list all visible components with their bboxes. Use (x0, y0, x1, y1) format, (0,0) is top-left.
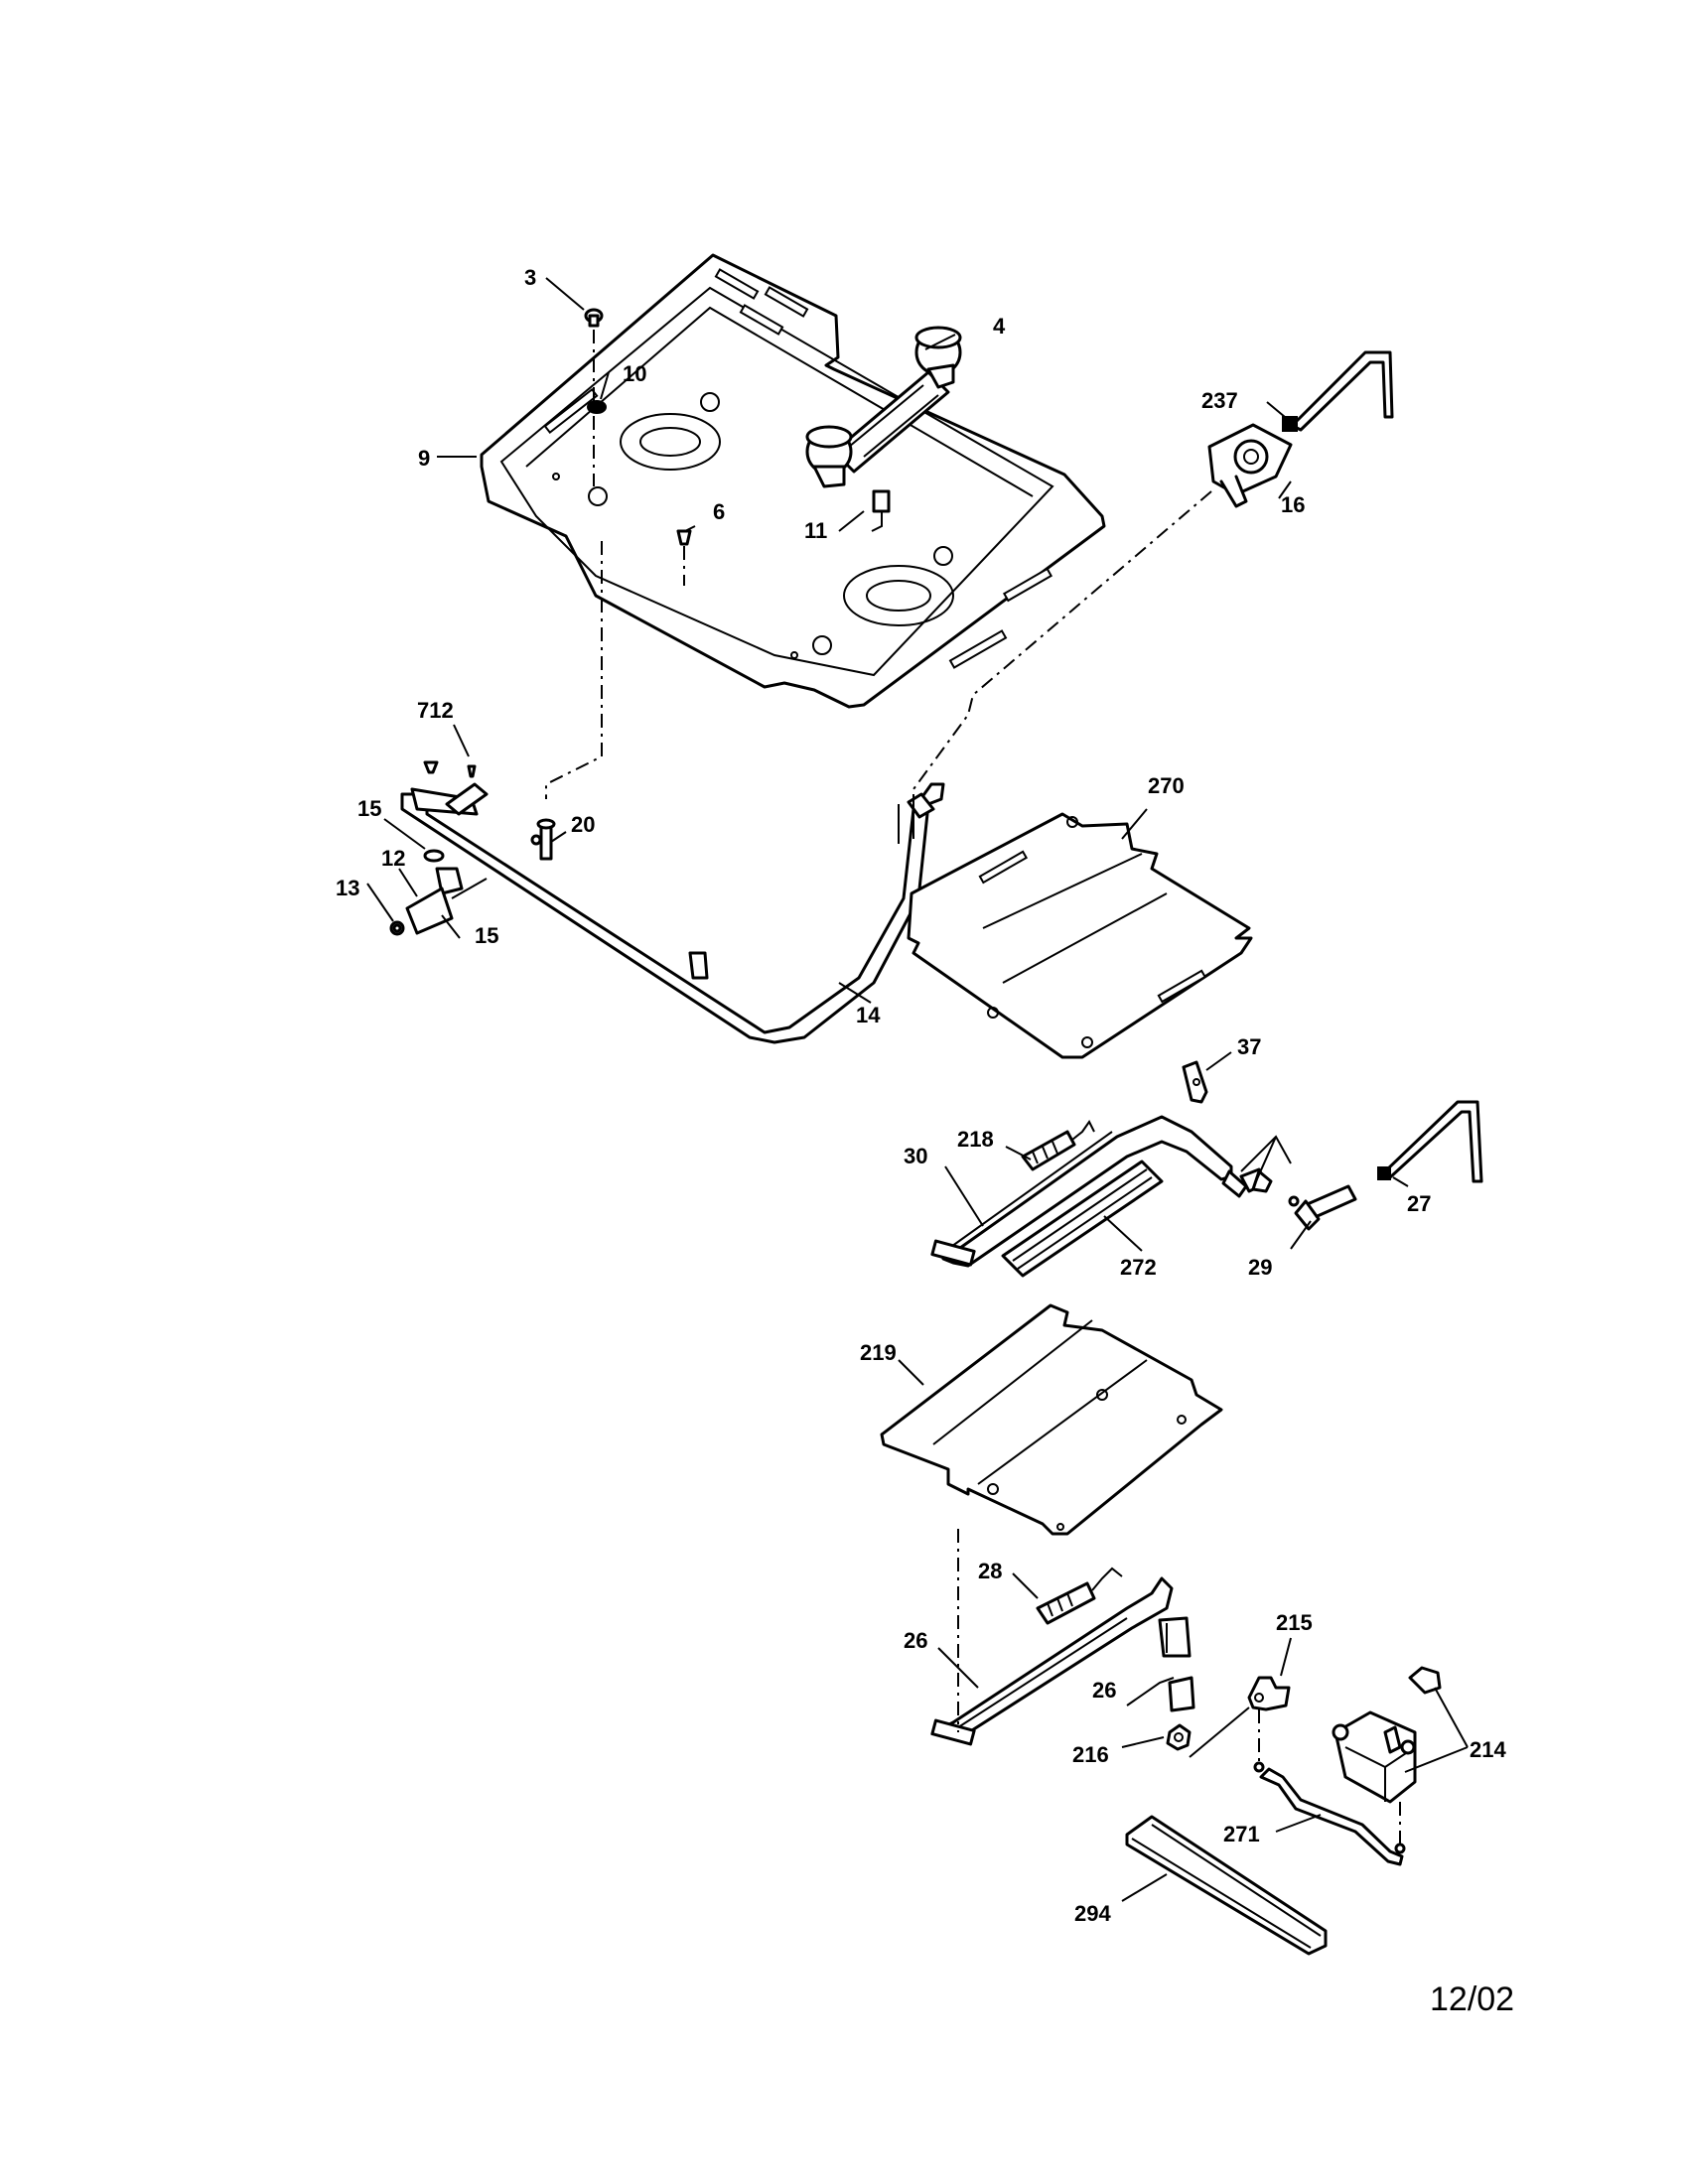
callout-15-lower: 15 (475, 923, 498, 948)
callout-214: 214 (1470, 1737, 1506, 1762)
igniter-part-28 (1036, 1567, 1123, 1625)
callout-6: 6 (713, 499, 725, 524)
orifice-bracket-part-16 (1207, 423, 1293, 508)
fastener-part-6 (676, 529, 692, 546)
burner-part-30 (930, 1115, 1248, 1268)
manifold-pipe (400, 782, 945, 1044)
callout-294: 294 (1074, 1901, 1111, 1926)
valve-fitting-part-12 (389, 849, 488, 936)
heat-shield-part-294 (1125, 1815, 1328, 1956)
washer-part-10 (587, 400, 607, 414)
callout-26-left: 26 (904, 1628, 927, 1653)
callout-270: 270 (1148, 773, 1185, 798)
callout-14: 14 (856, 1003, 881, 1027)
clip-part-37 (1182, 1060, 1208, 1104)
igniter-part-218 (1021, 1120, 1095, 1171)
callout-26-right: 26 (1092, 1678, 1116, 1703)
callout-215: 215 (1276, 1610, 1313, 1635)
orifice-part-29 (1288, 1184, 1357, 1231)
callout-272: 272 (1120, 1255, 1157, 1280)
callout-28: 28 (978, 1559, 1002, 1583)
valve-part-214 (1332, 1666, 1442, 1804)
clip-part-11 (871, 489, 891, 532)
callout-29: 29 (1248, 1255, 1272, 1280)
callout-216: 216 (1072, 1742, 1109, 1767)
bracket-part-272 (1001, 1160, 1164, 1278)
assembly-line-9-20 (545, 541, 603, 799)
callout-3: 3 (524, 265, 536, 290)
callout-218: 218 (957, 1127, 994, 1152)
nut-part-216 (1166, 1723, 1192, 1751)
bracket-part-215 (1247, 1676, 1291, 1711)
screws-part-712 (423, 760, 477, 778)
screw-part-3 (584, 308, 604, 328)
gas-tube-part-237 (1282, 350, 1394, 432)
callout-27: 27 (1407, 1191, 1431, 1216)
gas-tube-part-27 (1377, 1100, 1483, 1183)
callout-712: 712 (417, 698, 454, 723)
fitting-part-26 (1168, 1676, 1195, 1712)
assembly-line-216-215 (1189, 1706, 1250, 1758)
callout-11: 11 (804, 518, 827, 543)
callout-10: 10 (623, 361, 646, 386)
callout-labels: 3 4 10 9 237 6 11 16 712 20 15 12 13 15 … (336, 265, 1506, 1926)
shield-panel-270 (907, 812, 1253, 1059)
burner-box-tray (480, 253, 1106, 709)
callout-4: 4 (993, 314, 1006, 339)
callout-219: 219 (860, 1340, 897, 1365)
callout-30: 30 (904, 1144, 927, 1168)
callout-12: 12 (381, 846, 405, 871)
revision-date: 12/02 (1430, 1980, 1514, 2018)
stud-part-20 (536, 818, 556, 861)
callout-16: 16 (1281, 492, 1305, 517)
burner-valve-assembly (805, 326, 962, 488)
callout-237: 237 (1201, 388, 1238, 413)
lower-burner-part-26 (930, 1576, 1192, 1746)
leader-lines (366, 277, 1469, 1902)
shield-panel-219 (880, 1303, 1223, 1536)
callout-13: 13 (336, 876, 359, 900)
callout-15-upper: 15 (357, 796, 381, 821)
callout-9: 9 (418, 446, 430, 471)
gas-tube-part-271 (1253, 1761, 1406, 1866)
callout-20: 20 (571, 812, 595, 837)
callout-271: 271 (1223, 1822, 1260, 1846)
callout-37: 37 (1237, 1034, 1261, 1059)
assembly-line-16-14 (912, 490, 1212, 790)
